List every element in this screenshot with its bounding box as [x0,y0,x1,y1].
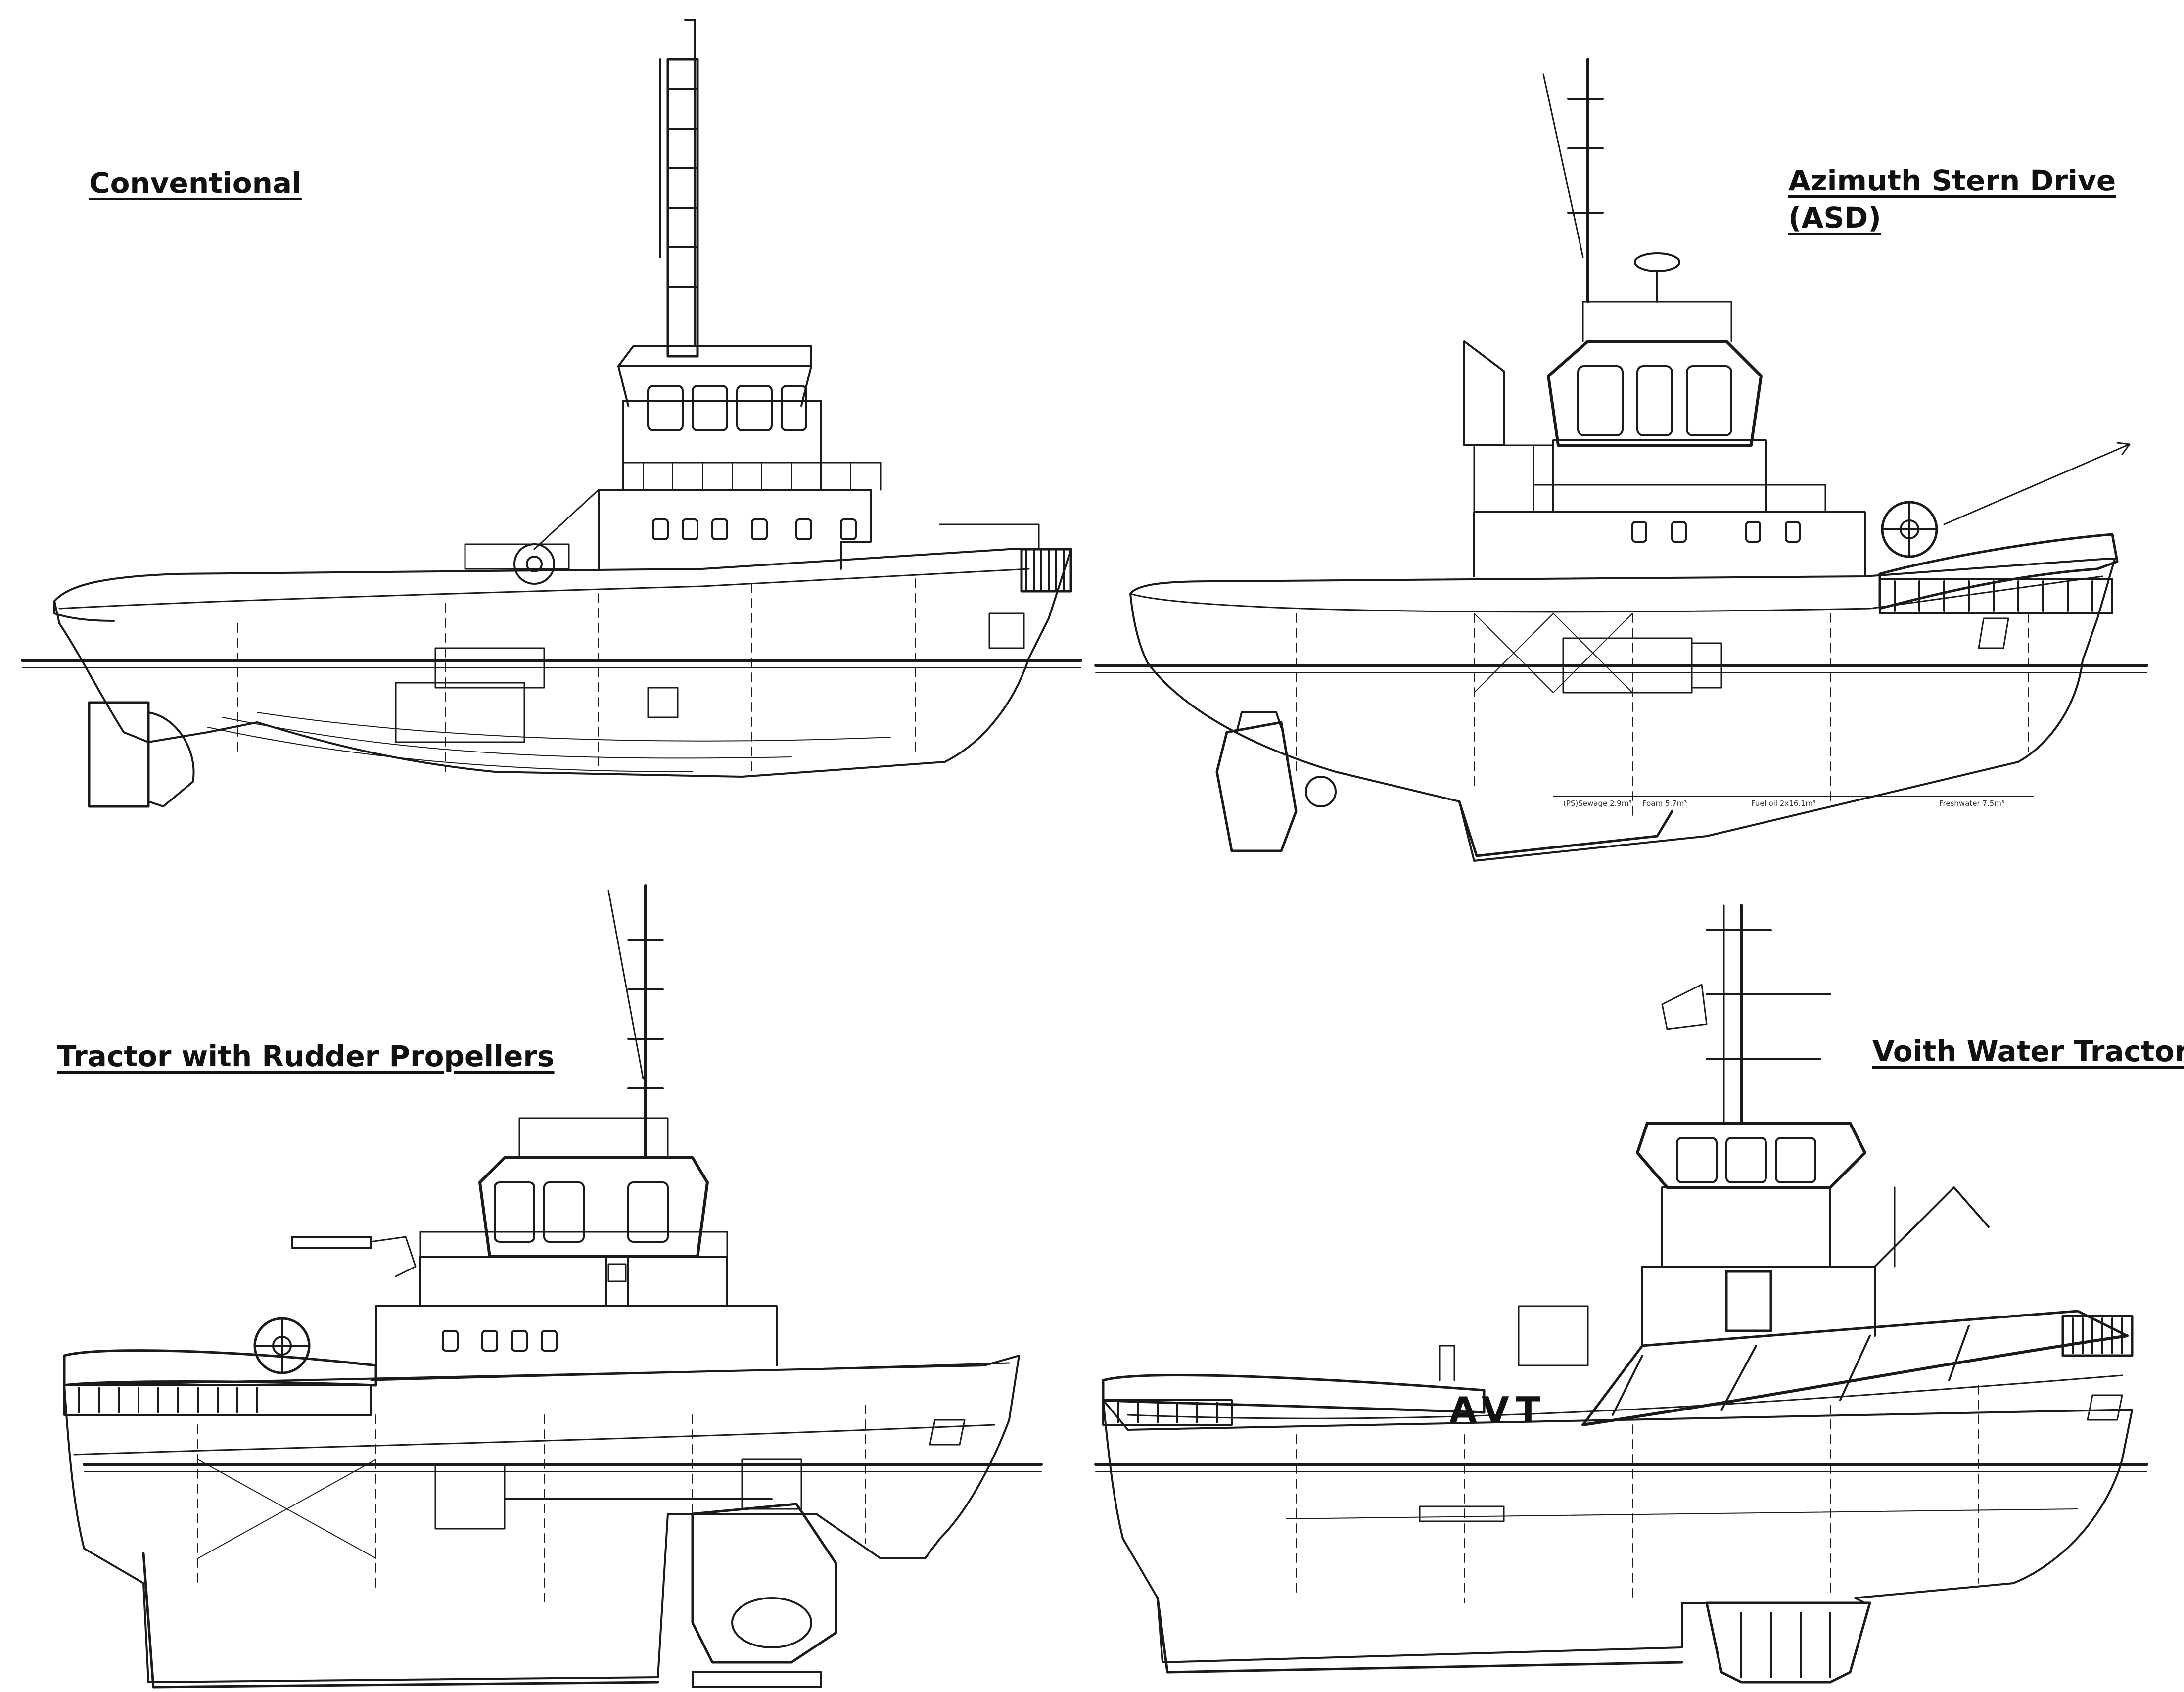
asd-tank-foam: Foam 5.7m³ [1642,799,1687,808]
tractor-rudder-tug-drawing [63,884,1043,1689]
asd-label-line2: (ASD) [1788,201,1881,235]
tractor-rudder-label: Tractor with Rudder Propellers [57,1039,555,1073]
conventional-label: Conventional [89,166,302,200]
conventional-tug-drawing [21,19,1082,808]
voith-label: Voith Water Tractor [1872,1034,2184,1068]
asd-tank-sewage: (PS)Sewage 2.9m³ [1563,799,1632,808]
asd-tank-fuel: Fuel oil 2x16.1m³ [1751,799,1816,808]
avt-hull-marking: AVT [1449,1389,1547,1431]
asd-label-line1: Azimuth Stern Drive [1788,164,2116,197]
voith-tug-drawing [1094,904,2148,1684]
asd-tug-drawing [1094,58,2148,862]
asd-tank-freshwater: Freshwater 7.5m³ [1939,799,2004,808]
